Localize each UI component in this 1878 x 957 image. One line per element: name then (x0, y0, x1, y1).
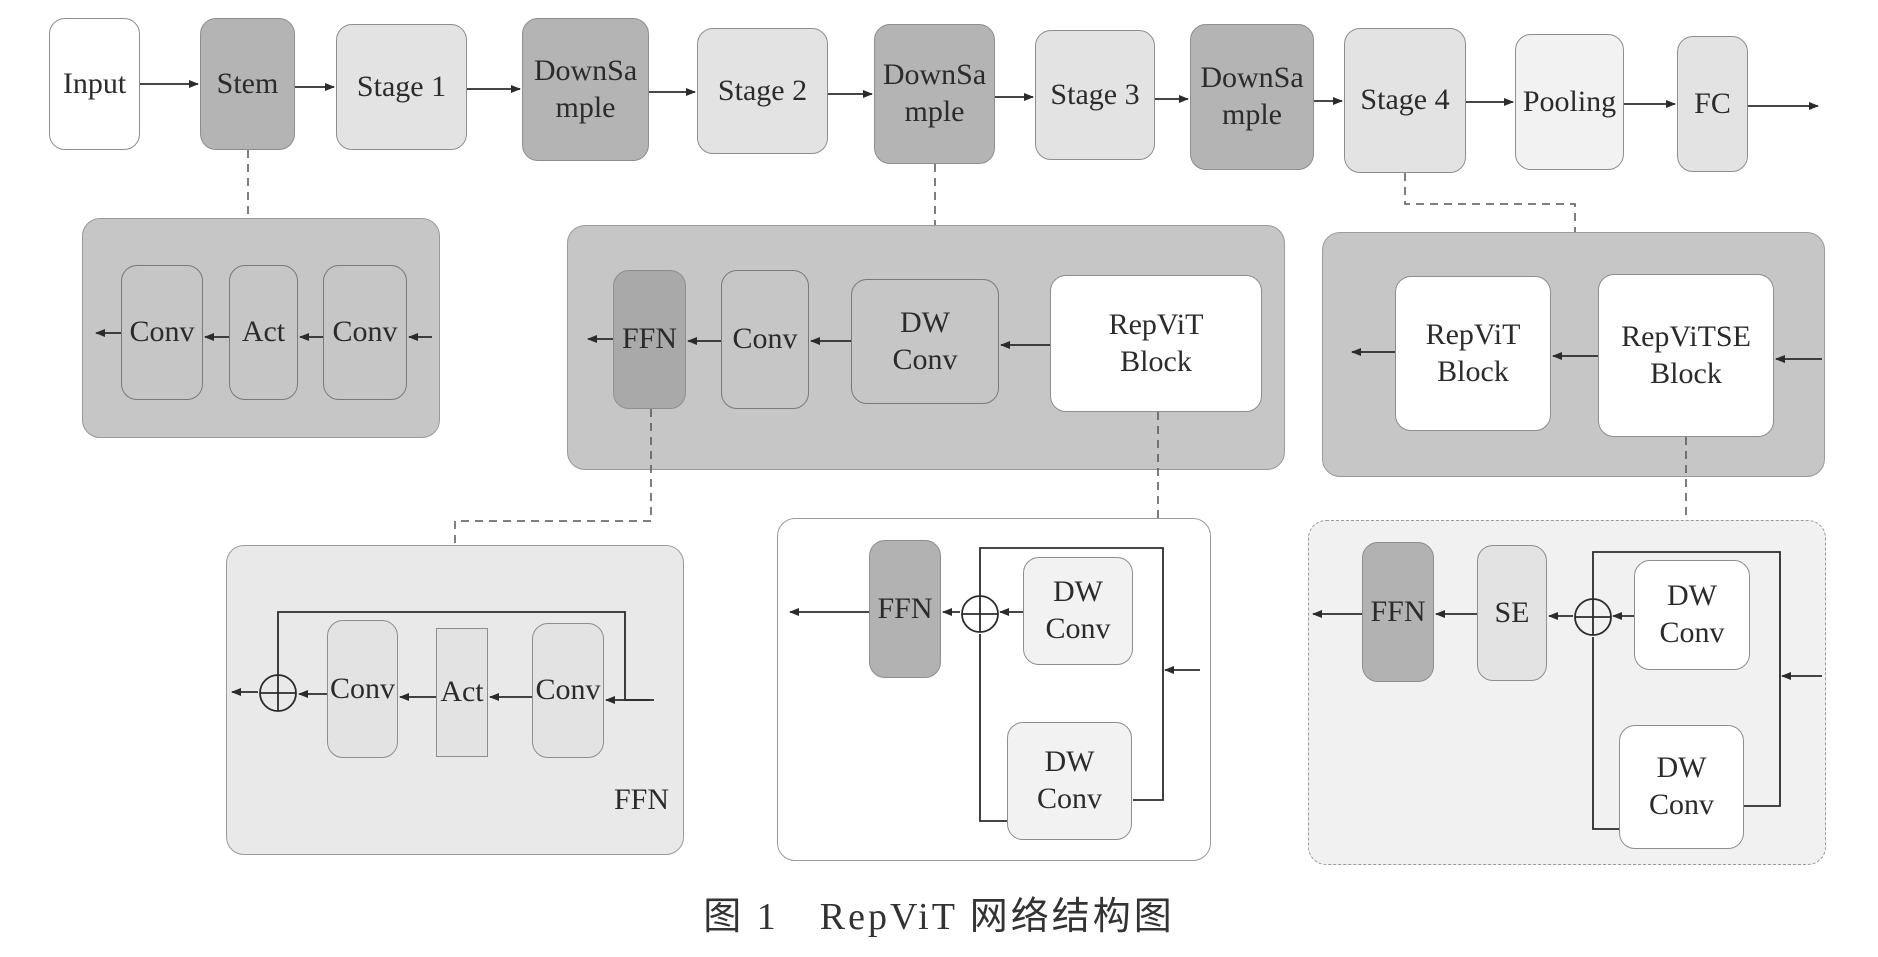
pooling-label: Pooling (1522, 84, 1617, 118)
downsample-ffn-block: FFN (613, 270, 686, 409)
pooling-block: Pooling (1515, 34, 1624, 170)
repvitse-dwconv-bottom-block: DW Conv (1619, 725, 1744, 849)
repvit-ffn-block: FFN (869, 540, 941, 678)
stage2-label: Stage 2 (717, 73, 808, 107)
stage4-repvitse-label: RepViTSE Block (1621, 319, 1751, 390)
ffn-act-label: Act (440, 675, 484, 709)
downsample-ffn-label: FFN (621, 322, 678, 356)
stem-label: Stem (216, 66, 279, 100)
stage4-repvit-label: RepViT Block (1425, 317, 1521, 388)
stem-conv-out-label: Conv (129, 315, 195, 349)
fc-label: FC (1694, 86, 1731, 120)
stage3-label: Stage 3 (1050, 77, 1140, 111)
ffn-conv-out-block: Conv (327, 620, 398, 758)
downsample3-label: DownSa mple (1200, 61, 1304, 131)
stage4-label: Stage 4 (1360, 83, 1450, 117)
stem-act-label: Act (241, 315, 286, 349)
ffn-panel-title: FFN (614, 783, 670, 816)
repvit-dwconv-top-block: DW Conv (1023, 557, 1133, 665)
stage4-repvitse-block: RepViTSE Block (1598, 274, 1774, 437)
stem-block: Stem (200, 18, 295, 150)
repvitse-dwconv-bottom-label: DW Conv (1648, 751, 1714, 821)
downsample3-block: DownSa mple (1190, 24, 1314, 170)
figure-caption: 图 1 RepViT 网络结构图 (703, 896, 1175, 938)
downsample-conv-block: Conv (721, 270, 809, 409)
repvitse-dwconv-top-block: DW Conv (1634, 560, 1750, 670)
downsample-dwconv-label: DW Conv (892, 305, 958, 376)
downsample-repvit-block: RepViT Block (1050, 275, 1262, 412)
downsample2-block: DownSa mple (874, 24, 995, 164)
stage4-repvit-block: RepViT Block (1395, 276, 1551, 431)
repvit-dwconv-bottom-label: DW Conv (1036, 745, 1102, 815)
downsample-conv-label: Conv (732, 322, 798, 356)
downsample-repvit-label: RepViT Block (1108, 307, 1204, 378)
stem-conv-out-block: Conv (121, 265, 203, 400)
repvit-dwconv-top-label: DW Conv (1045, 575, 1111, 645)
ffn-act-block: Act (436, 628, 488, 757)
repvitse-ffn-label: FFN (1370, 594, 1426, 628)
input-label: Input (62, 66, 127, 100)
fc-block: FC (1677, 36, 1748, 172)
ffn-conv-in-label: Conv (535, 673, 601, 707)
dash-stage4-detail (1404, 173, 1576, 232)
ffn-conv-out-label: Conv (329, 671, 395, 705)
repvit-dwconv-bottom-block: DW Conv (1007, 722, 1132, 840)
ffn-conv-in-block: Conv (532, 623, 604, 758)
repvitse-se-label: SE (1494, 595, 1530, 629)
stem-conv-in-block: Conv (323, 265, 407, 400)
stage2-block: Stage 2 (697, 28, 828, 154)
stage3-block: Stage 3 (1035, 30, 1155, 160)
stem-act-block: Act (229, 265, 298, 400)
repvitse-ffn-block: FFN (1362, 542, 1434, 682)
stage1-label: Stage 1 (356, 69, 447, 103)
downsample-dwconv-block: DW Conv (851, 279, 999, 404)
stem-conv-in-label: Conv (332, 315, 398, 349)
repvitse-dwconv-top-label: DW Conv (1659, 579, 1725, 649)
stem-detail-panel (82, 218, 440, 438)
downsample2-label: DownSa mple (882, 58, 987, 128)
repvit-ffn-label: FFN (877, 591, 933, 625)
downsample1-block: DownSa mple (522, 18, 649, 161)
stage1-block: Stage 1 (336, 24, 467, 150)
input-block: Input (49, 18, 140, 150)
repvitse-se-block: SE (1477, 545, 1547, 681)
stage4-block: Stage 4 (1344, 28, 1466, 173)
downsample1-label: DownSa mple (533, 53, 638, 124)
repvit-block-detail-panel (777, 518, 1211, 861)
